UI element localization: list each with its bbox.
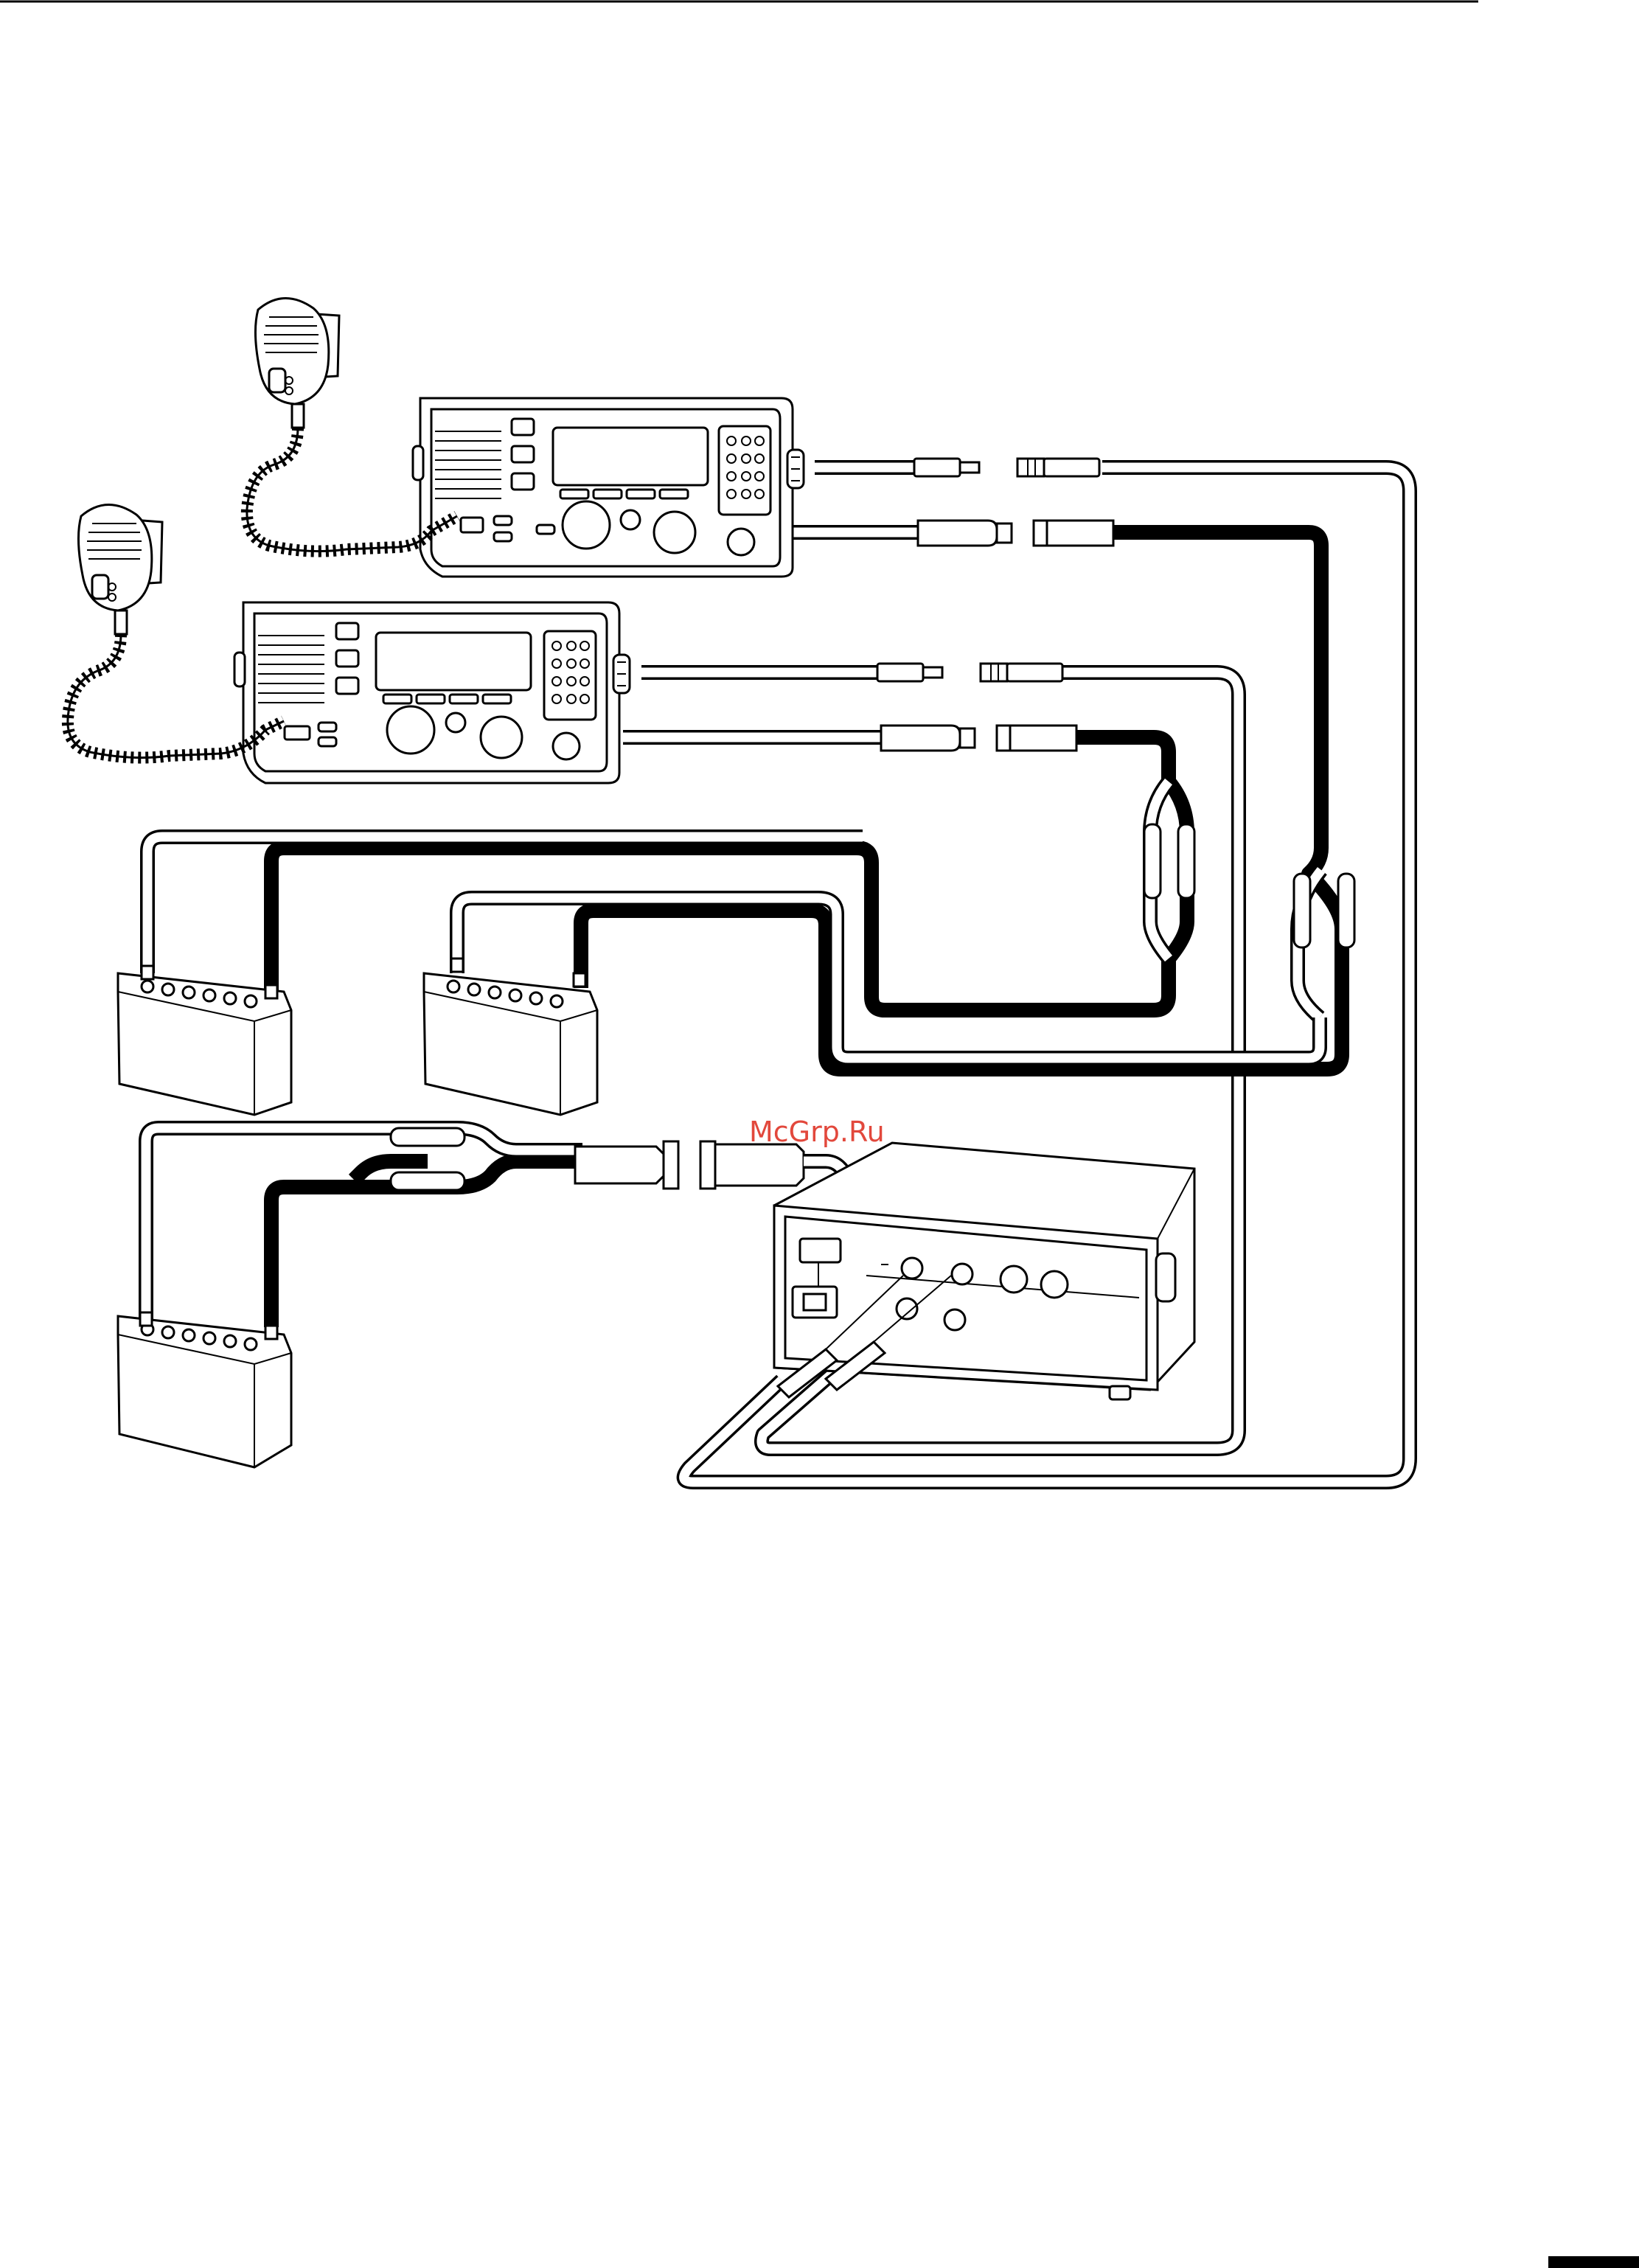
battery-left-lower xyxy=(118,1312,291,1467)
watermark-text: McGrp.Ru xyxy=(749,1116,885,1148)
control-unit xyxy=(774,1143,1194,1399)
transceiver-lower xyxy=(234,602,630,783)
battery-left-upper xyxy=(118,966,291,1115)
transceiver-upper xyxy=(413,398,804,577)
page-tab xyxy=(1548,2256,1639,2268)
battery-middle xyxy=(424,959,597,1115)
